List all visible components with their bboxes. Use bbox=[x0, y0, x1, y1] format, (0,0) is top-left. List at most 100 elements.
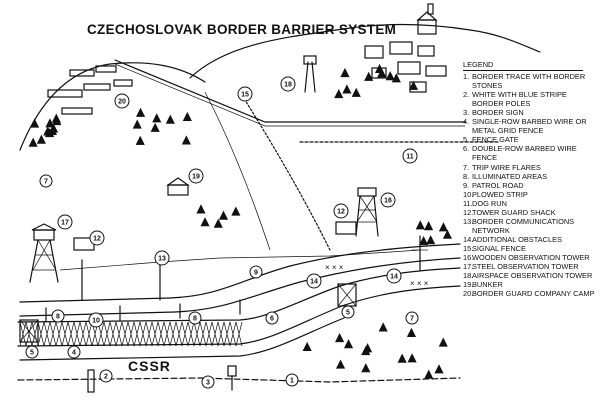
tree-icon bbox=[427, 236, 435, 244]
legend-item-text: SINGLE-ROW BARBED WIRE OR METAL GRID FEN… bbox=[472, 117, 599, 135]
legend-item: 6.DOUBLE-ROW BARBED WIRE FENCE bbox=[463, 144, 599, 162]
callout-14: 14 bbox=[387, 269, 401, 283]
svg-text:20: 20 bbox=[118, 99, 126, 106]
svg-text:11: 11 bbox=[406, 154, 414, 161]
callout-11: 11 bbox=[403, 149, 417, 163]
callout-8: 8 bbox=[52, 310, 64, 322]
country-label: CSSR bbox=[128, 358, 171, 374]
svg-text:17: 17 bbox=[61, 220, 69, 227]
legend-item-number: 16. bbox=[463, 253, 472, 262]
tree-icon bbox=[425, 222, 433, 230]
svg-text:9: 9 bbox=[254, 270, 258, 277]
legend-item-number: 7. bbox=[463, 163, 472, 172]
illuminated-area-lamps bbox=[46, 300, 240, 322]
tree-icon bbox=[341, 69, 349, 77]
tree-icon bbox=[343, 85, 351, 93]
legend-item: 14.ADDITIONAL OBSTACLES bbox=[463, 235, 599, 244]
svg-text:7: 7 bbox=[410, 316, 414, 323]
callout-15: 15 bbox=[238, 87, 252, 101]
svg-text:12: 12 bbox=[337, 209, 345, 216]
legend-item-number: 18. bbox=[463, 271, 472, 280]
legend-item-text: FENCE GATE bbox=[472, 135, 599, 144]
legend-item-text: ILLUMINATED AREAS bbox=[472, 172, 599, 181]
bunker bbox=[168, 178, 188, 195]
legend-item-text: STEEL OBSERVATION TOWER bbox=[472, 262, 599, 271]
tree-icon bbox=[416, 221, 424, 229]
callout-14: 14 bbox=[307, 274, 321, 288]
callout-12: 12 bbox=[334, 204, 348, 218]
legend-item: 12.TOWER GUARD SHACK bbox=[463, 208, 599, 217]
tree-icon bbox=[407, 329, 415, 337]
svg-text:4: 4 bbox=[72, 350, 76, 357]
tree-icon bbox=[335, 90, 343, 98]
legend-item-number: 4. bbox=[463, 117, 472, 135]
legend-item-number: 15. bbox=[463, 244, 472, 253]
callout-10: 10 bbox=[89, 313, 103, 327]
legend-item-text: WOODEN OBSERVATION TOWER bbox=[472, 253, 599, 262]
callout-8: 8 bbox=[189, 312, 201, 324]
svg-text:13: 13 bbox=[158, 256, 166, 263]
callout-17: 17 bbox=[58, 215, 72, 229]
tree-icon bbox=[201, 218, 209, 226]
callout-3: 3 bbox=[202, 376, 214, 388]
tree-icon bbox=[197, 205, 205, 213]
tree-icon bbox=[219, 211, 227, 219]
callout-1: 1 bbox=[286, 374, 298, 386]
svg-text:10: 10 bbox=[92, 318, 100, 325]
svg-text:8: 8 bbox=[193, 316, 197, 323]
legend: LEGEND 1.BORDER TRACE WITH BORDER STONES… bbox=[463, 60, 599, 298]
tree-icon bbox=[408, 354, 416, 362]
legend-item: 3.BORDER SIGN bbox=[463, 108, 599, 117]
legend-item-number: 17. bbox=[463, 262, 472, 271]
tree-icon bbox=[137, 109, 145, 117]
svg-text:15: 15 bbox=[241, 92, 249, 99]
tree-icon bbox=[439, 223, 447, 231]
svg-text:12: 12 bbox=[93, 236, 101, 243]
legend-item-number: 1. bbox=[463, 72, 472, 90]
tree-icon bbox=[183, 113, 191, 121]
callout-5: 5 bbox=[342, 306, 354, 318]
tree-icon bbox=[166, 115, 174, 123]
wooden-observation-tower bbox=[356, 188, 378, 236]
legend-item: 16.WOODEN OBSERVATION TOWER bbox=[463, 253, 599, 262]
tree-icon bbox=[362, 364, 370, 372]
tree-icon bbox=[29, 138, 37, 146]
legend-item: 8.ILLUMINATED AREAS bbox=[463, 172, 599, 181]
tree-icon bbox=[345, 340, 353, 348]
legend-item-number: 19. bbox=[463, 280, 472, 289]
steel-observation-tower bbox=[30, 224, 58, 282]
legend-item: 19.BUNKER bbox=[463, 280, 599, 289]
callout-4: 4 bbox=[68, 346, 80, 358]
tree-icon bbox=[151, 124, 159, 132]
legend-item: 17.STEEL OBSERVATION TOWER bbox=[463, 262, 599, 271]
legend-item: 1.BORDER TRACE WITH BORDER STONES bbox=[463, 72, 599, 90]
svg-text:18: 18 bbox=[284, 82, 292, 89]
signal-fence bbox=[115, 60, 465, 126]
svg-text:3: 3 bbox=[206, 380, 210, 387]
svg-text:7: 7 bbox=[44, 179, 48, 186]
legend-item-text: DOG RUN bbox=[472, 199, 599, 208]
legend-item: 4.SINGLE-ROW BARBED WIRE OR METAL GRID F… bbox=[463, 117, 599, 135]
tree-icon bbox=[303, 343, 311, 351]
border-trace bbox=[18, 378, 460, 382]
callout-18: 18 bbox=[281, 77, 295, 91]
tree-icon bbox=[420, 237, 428, 245]
legend-item-text: BORDER GUARD COMPANY CAMP bbox=[472, 289, 599, 298]
legend-item-number: 8. bbox=[463, 172, 472, 181]
legend-item: 7.TRIP WIRE FLARES bbox=[463, 163, 599, 172]
legend-item-number: 9. bbox=[463, 181, 472, 190]
tree-icon bbox=[443, 230, 451, 238]
legend-item-text: BORDER TRACE WITH BORDER STONES bbox=[472, 72, 599, 90]
svg-text:14: 14 bbox=[310, 279, 318, 286]
tree-icon bbox=[352, 89, 360, 97]
legend-item: 13.BORDER COMMUNICATIONS NETWORK bbox=[463, 217, 599, 235]
svg-text:6: 6 bbox=[270, 316, 274, 323]
legend-item-text: TRIP WIRE FLARES bbox=[472, 163, 599, 172]
callout-20: 20 bbox=[115, 94, 129, 108]
tree-icon bbox=[46, 119, 54, 127]
legend-item-number: 20. bbox=[463, 289, 472, 298]
tree-icon bbox=[214, 219, 222, 227]
tree-icon bbox=[439, 338, 447, 346]
